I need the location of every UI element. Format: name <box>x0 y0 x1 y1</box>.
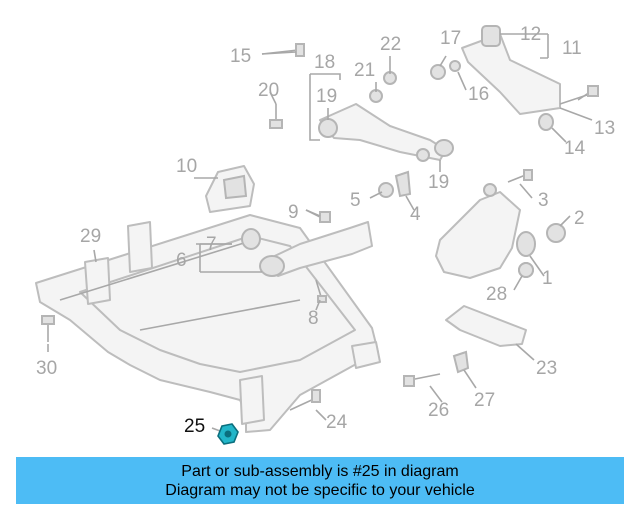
lower-control-arm <box>241 221 373 277</box>
callout-20: 20 <box>258 80 279 101</box>
bolt-8 <box>315 279 327 303</box>
callout-16: 16 <box>468 84 489 105</box>
callout-1: 1 <box>542 268 553 289</box>
callout-18: 18 <box>314 52 335 73</box>
rear-suspension-diagram: 1 2 3 4 5 6 7 8 9 10 11 12 13 14 15 16 1… <box>35 24 615 445</box>
lateral-link <box>445 305 527 347</box>
callout-26: 26 <box>428 400 449 421</box>
callout-28: 28 <box>486 284 507 305</box>
bracket-27 <box>452 350 470 374</box>
bolt-24 <box>289 389 321 411</box>
callout-5: 5 <box>350 190 361 211</box>
banner-line-2: Diagram may not be specific to your vehi… <box>165 481 475 499</box>
info-banner: Part or sub-assembly is #25 in diagram D… <box>16 457 624 504</box>
callout-25[interactable]: 25 <box>184 416 205 437</box>
callout-19-lower: 19 <box>428 172 449 193</box>
upper-control-arm <box>318 71 454 162</box>
bolt-3 <box>507 169 533 183</box>
callout-17: 17 <box>440 28 461 49</box>
callout-10: 10 <box>176 156 197 177</box>
mount-bracket <box>205 165 255 213</box>
bolt-30 <box>41 315 55 342</box>
callout-27: 27 <box>474 390 495 411</box>
callout-15: 15 <box>230 46 251 67</box>
callout-30: 30 <box>36 358 57 379</box>
callout-21: 21 <box>354 60 375 81</box>
bracket-4 <box>394 170 412 198</box>
callout-12: 12 <box>520 24 541 45</box>
bushing-5 <box>378 182 394 198</box>
callout-19-upper: 19 <box>316 86 337 107</box>
callout-9: 9 <box>288 202 299 223</box>
callout-14: 14 <box>564 138 586 159</box>
callout-7: 7 <box>206 234 217 255</box>
callout-3: 3 <box>538 190 549 211</box>
banner-line-1: Part or sub-assembly is #25 in diagram <box>181 462 459 480</box>
callout-11: 11 <box>562 38 582 59</box>
callout-23: 23 <box>536 358 557 379</box>
bolt-26 <box>403 373 441 387</box>
callout-22: 22 <box>380 34 401 55</box>
callout-29: 29 <box>80 226 101 247</box>
bolt-20 <box>269 104 283 129</box>
callout-8: 8 <box>308 308 319 329</box>
bushing-28 <box>518 262 534 278</box>
callout-13: 13 <box>594 118 615 139</box>
part-25-nut[interactable] <box>211 423 239 445</box>
callout-6: 6 <box>176 250 187 271</box>
callout-4: 4 <box>410 204 421 225</box>
callout-2: 2 <box>574 208 585 229</box>
callout-24: 24 <box>326 412 348 433</box>
bolt-13 <box>577 85 599 101</box>
